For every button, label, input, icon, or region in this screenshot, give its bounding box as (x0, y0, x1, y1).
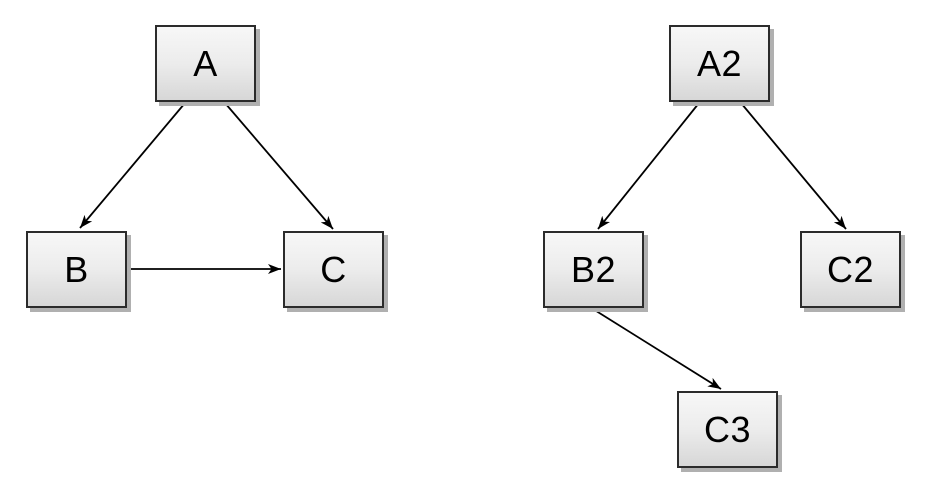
node-A-label: A (193, 42, 218, 84)
node-B-label: B (64, 248, 89, 290)
node-A2-label: A2 (696, 42, 743, 84)
node-C3: C3 (677, 391, 778, 468)
edge-B2-to-C3 (592, 308, 722, 390)
edge-A2-to-B2 (597, 102, 700, 230)
node-A: A (155, 25, 256, 102)
node-A2: A2 (669, 25, 770, 102)
edge-A2-to-C2 (740, 102, 847, 230)
node-C-label: C (320, 248, 347, 290)
node-C: C (283, 231, 384, 308)
node-C2: C2 (800, 231, 901, 308)
edge-A-to-B (79, 102, 186, 229)
node-C3-label: C3 (703, 408, 752, 450)
node-B2: B2 (543, 231, 644, 308)
node-B: B (26, 231, 127, 308)
node-B2-label: B2 (570, 248, 617, 290)
node-C2-label: C2 (826, 248, 875, 290)
edge-A-to-C (224, 102, 334, 230)
